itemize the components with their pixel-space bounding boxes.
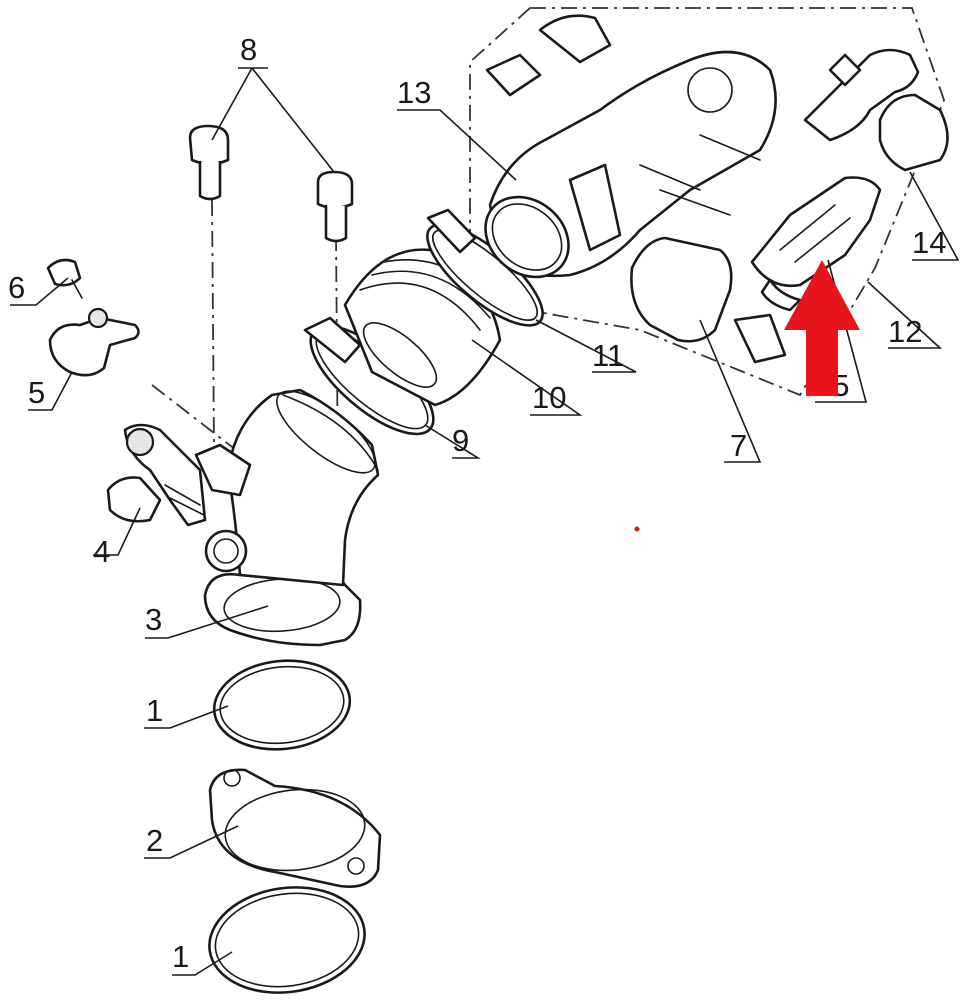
callout-label-1-lower: 1 (172, 939, 189, 974)
part-idle-air-valve (803, 48, 949, 172)
part-hose-fitting (48, 307, 140, 377)
callout-label-2: 2 (146, 823, 163, 858)
part-throttle-body (484, 14, 777, 279)
callout-label-6: 6 (8, 270, 25, 305)
part-map-sensor (750, 176, 882, 312)
callout-label-10: 10 (532, 380, 566, 415)
callout-label-7: 7 (730, 428, 747, 463)
part-fuel-injector (106, 423, 207, 527)
callout-label-13: 13 (397, 75, 431, 110)
callout-label-9: 9 (452, 423, 469, 458)
callout-label-3: 3 (145, 602, 162, 637)
red-dot-mark (634, 526, 640, 532)
callout-label-11: 11 (592, 338, 624, 373)
part-flange-gasket (208, 768, 382, 888)
centerline-injector (151, 384, 237, 451)
callout-label-4: 4 (93, 534, 110, 569)
part-oring-upper (212, 659, 352, 751)
part-oring-lower (208, 886, 366, 994)
callout-label-1-upper: 1 (146, 693, 163, 728)
callout-label-5: 5 (28, 375, 45, 410)
part-intake-manifold (194, 388, 380, 647)
callout-label-12: 12 (888, 314, 922, 349)
callout-label-8: 8 (240, 32, 257, 67)
callout-label-14: 14 (912, 225, 946, 260)
assembly-outline-dashed (469, 7, 945, 397)
red-up-arrow-icon (784, 260, 860, 396)
callouts: 1 2 1 3 4 5 6 8 9 10 11 7 12 13 14 15 (8, 32, 946, 974)
part-position-sensor (630, 236, 787, 364)
centerline-bolt-left (211, 199, 215, 446)
part-bolt-right (316, 170, 354, 243)
part-small-bolt (46, 258, 83, 299)
part-bolt-left (188, 124, 230, 201)
